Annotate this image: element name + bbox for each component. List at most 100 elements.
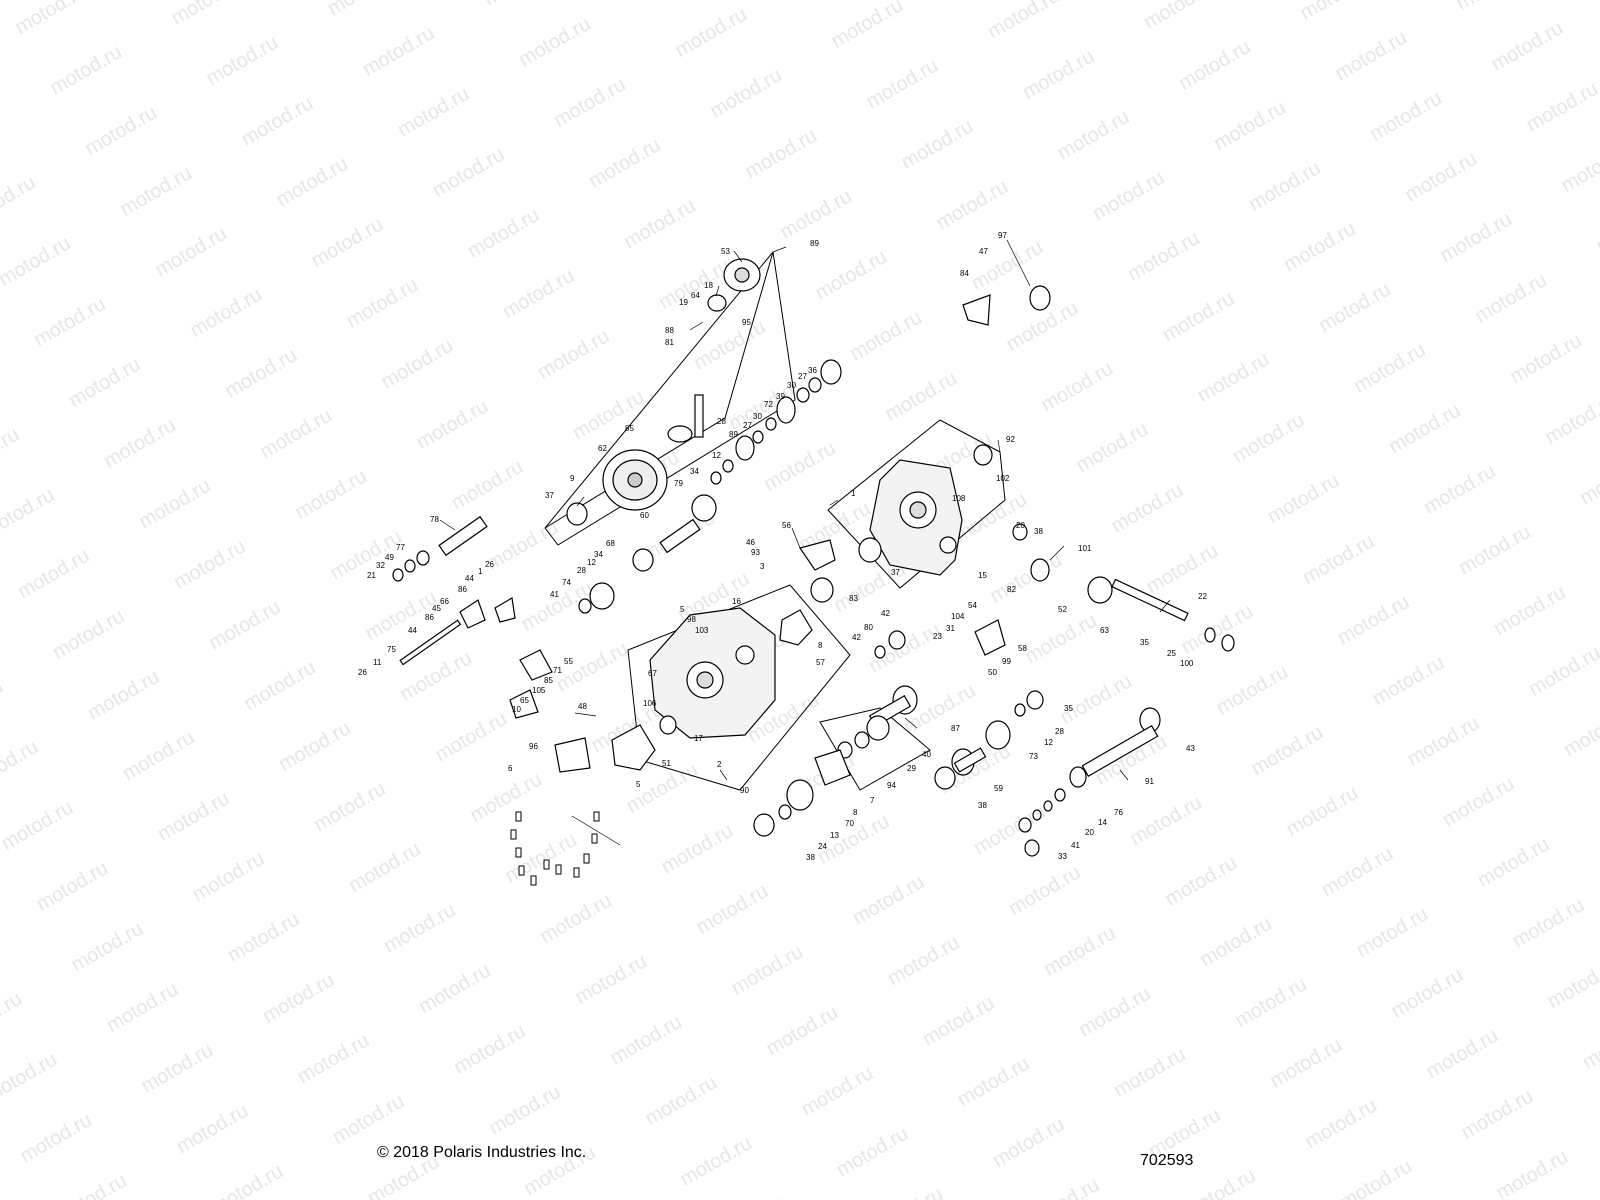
- callout-20-b: 20: [1085, 828, 1094, 837]
- callout-27-b: 27: [743, 421, 752, 430]
- callout-25: 25: [1167, 649, 1176, 658]
- callout-66: 66: [440, 597, 449, 606]
- gear-52: [1087, 576, 1113, 604]
- callout-42: 42: [881, 609, 890, 618]
- callout-35: 35: [1140, 638, 1149, 647]
- callout-28-b: 28: [577, 566, 586, 575]
- callout-1: 1: [851, 489, 856, 498]
- callout-106: 106: [643, 699, 657, 708]
- gear-68: [632, 548, 654, 572]
- callout-22: 22: [1198, 592, 1207, 601]
- callout-67: 67: [648, 669, 657, 678]
- gear-73: [985, 720, 1011, 750]
- callout-93: 93: [751, 548, 760, 557]
- ring-33: [1024, 839, 1040, 857]
- callout-85: 85: [625, 424, 634, 433]
- callout-31: 31: [946, 624, 955, 633]
- callout-102: 102: [996, 474, 1010, 483]
- callout-23: 23: [933, 632, 942, 641]
- callout-62: 62: [598, 444, 607, 453]
- callout-8: 8: [818, 641, 823, 650]
- bearing-36: [820, 359, 842, 385]
- callout-50: 50: [988, 668, 997, 677]
- bearing-38c: [934, 766, 956, 790]
- callout-58: 58: [1018, 644, 1027, 653]
- callout-56: 56: [782, 521, 791, 530]
- callout-54: 54: [968, 601, 977, 610]
- callout-42-b: 42: [852, 633, 861, 642]
- gear-64: [707, 294, 727, 312]
- callout-30: 30: [787, 381, 796, 390]
- callout-86-b: 86: [425, 613, 434, 622]
- callout-11: 11: [373, 658, 382, 667]
- gear-82: [1030, 558, 1050, 582]
- bearing-35: [1026, 690, 1044, 710]
- callout-108: 108: [952, 494, 966, 503]
- callout-38: 38: [1034, 527, 1043, 536]
- callout-37-b: 37: [891, 568, 900, 577]
- callout-55: 55: [564, 657, 573, 666]
- callout-19: 19: [679, 298, 688, 307]
- fork-56: [799, 539, 836, 571]
- callout-89-b: 89: [729, 430, 738, 439]
- callout-3: 3: [760, 562, 765, 571]
- gear-72: [776, 396, 796, 424]
- callout-35-b: 35: [1064, 704, 1073, 713]
- callout-97: 97: [998, 231, 1007, 240]
- callout-78: 78: [430, 515, 439, 524]
- callout-64: 64: [691, 291, 700, 300]
- callout-43: 43: [1186, 744, 1195, 753]
- callout-73: 73: [1029, 752, 1038, 761]
- callout-81: 81: [665, 338, 674, 347]
- cover-51: [611, 724, 656, 771]
- callout-12-c: 12: [1044, 738, 1053, 747]
- callout-71: 71: [553, 666, 562, 675]
- callout-29: 29: [907, 764, 916, 773]
- shaft-63: [1111, 578, 1189, 622]
- callout-5: 5: [680, 605, 685, 614]
- callout-65: 65: [520, 696, 529, 705]
- callout-12: 12: [712, 451, 721, 460]
- bearing-37b: [858, 537, 882, 563]
- callout-34-b: 34: [594, 550, 603, 559]
- callout-33: 33: [1058, 852, 1067, 861]
- callout-21: 21: [367, 571, 376, 580]
- callout-68: 68: [606, 539, 615, 548]
- callout-59: 59: [994, 784, 1003, 793]
- callout-10: 10: [512, 705, 521, 714]
- callout-28-c: 28: [1055, 727, 1064, 736]
- callout-63: 63: [1100, 626, 1109, 635]
- callout-60: 60: [640, 511, 649, 520]
- callout-80: 80: [864, 623, 873, 632]
- callout-88: 88: [665, 326, 674, 335]
- callout-24: 24: [818, 842, 827, 851]
- diagram-reference-number: 702593: [1140, 1152, 1194, 1169]
- callout-74: 74: [562, 578, 571, 587]
- callout-27: 27: [798, 372, 807, 381]
- bearing-97: [1029, 285, 1051, 311]
- callout-85-b: 85: [544, 676, 553, 685]
- shaft-91: [1081, 724, 1159, 778]
- callout-44-b: 44: [408, 626, 417, 635]
- bearing-37: [566, 502, 588, 526]
- callout-41: 41: [550, 590, 559, 599]
- callout-5-b: 5: [636, 780, 641, 789]
- callout-79: 79: [674, 479, 683, 488]
- callout-72: 72: [764, 400, 773, 409]
- shaft-60: [659, 518, 701, 554]
- callout-96: 96: [529, 742, 538, 751]
- callout-52: 52: [1058, 605, 1067, 614]
- callout-15: 15: [978, 571, 987, 580]
- bearing-83: [810, 577, 834, 603]
- bearing-41b: [1018, 817, 1032, 833]
- callout-98: 98: [687, 615, 696, 624]
- callout-18: 18: [704, 281, 713, 290]
- callout-82: 82: [1007, 585, 1016, 594]
- callout-16: 16: [732, 597, 741, 606]
- callout-12-b: 12: [587, 558, 596, 567]
- callout-6: 6: [508, 764, 513, 773]
- callout-103: 103: [695, 626, 709, 635]
- callout-47: 47: [979, 247, 988, 256]
- callout-101: 101: [1078, 544, 1092, 553]
- callout-38-b: 38: [806, 853, 815, 862]
